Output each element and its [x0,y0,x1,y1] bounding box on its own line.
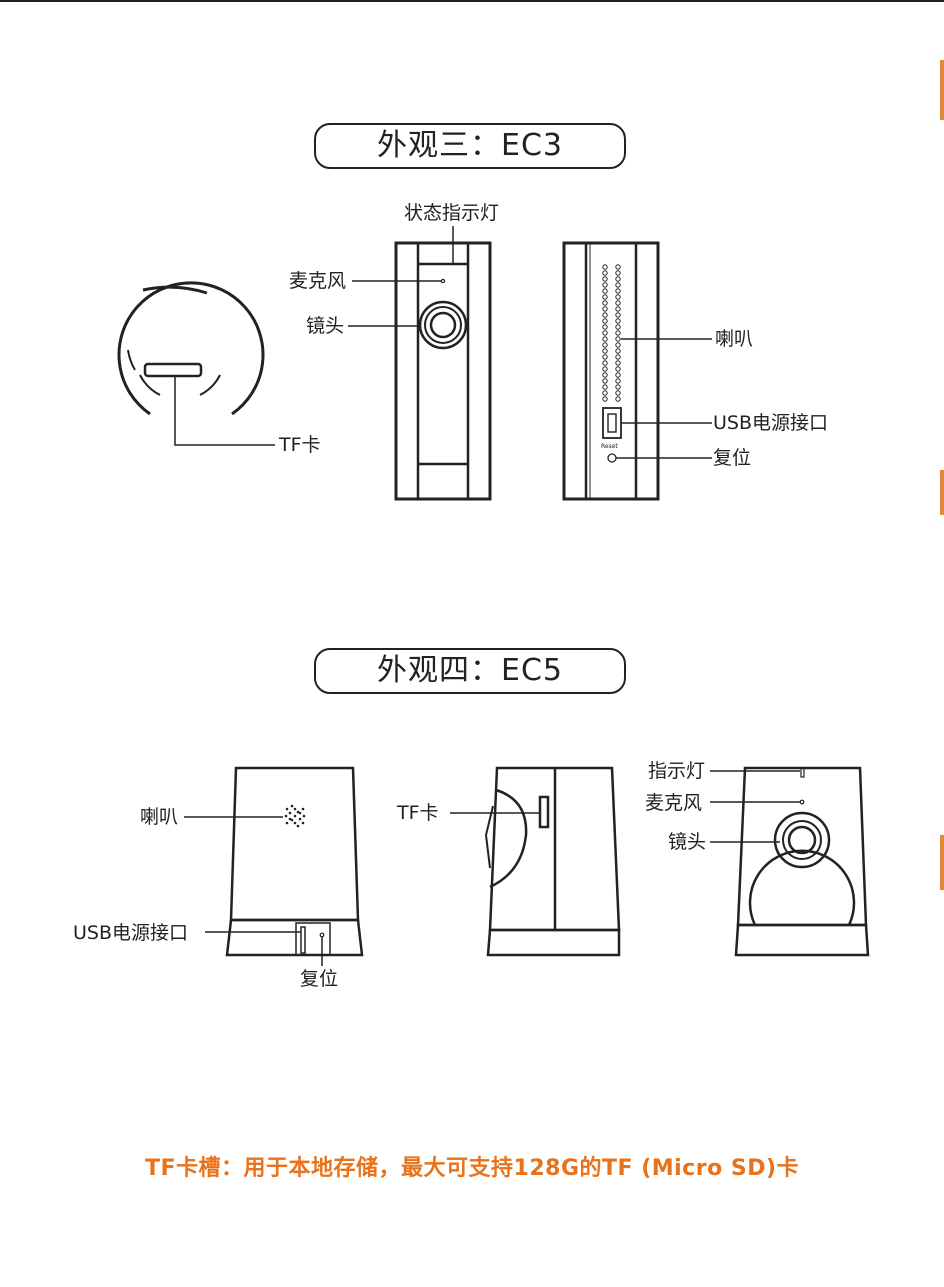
ec3-usb-label: USB电源接口 [713,412,829,434]
ec3-lens-label: 镜头 [306,315,345,337]
ec5-indicator-label: 指示灯 [648,760,706,782]
ec3-tf-label: TF卡 [279,434,321,456]
speaker-hole [615,318,621,324]
speaker-hole [615,324,621,330]
speaker-hole [602,384,608,390]
speaker-hole [615,384,621,390]
speaker-hole [602,330,608,336]
ec5-speaker-dots [284,804,306,828]
speaker-hole [602,306,608,312]
speaker-dot [290,804,294,808]
ec3-reset-print: Reset [601,443,618,450]
speaker-dot [298,817,302,821]
top-border [0,0,944,2]
speaker-hole [602,312,608,318]
speaker-dot [293,821,297,825]
speaker-hole [615,366,621,372]
speaker-hole [615,276,621,282]
speaker-hole [602,282,608,288]
speaker-hole [602,270,608,276]
speaker-hole [615,342,621,348]
ec3-tf-view-drawing [117,281,275,446]
speaker-dot [290,818,294,822]
speaker-dot [293,807,297,811]
speaker-dot [285,807,289,811]
speaker-dot [296,810,300,814]
ec3-status-light-label: 状态指示灯 [404,202,500,224]
ec5-front-drawing [710,766,870,957]
ec3-mic-label: 麦克风 [289,270,347,292]
speaker-hole [615,306,621,312]
speaker-hole [602,342,608,348]
speaker-hole [615,264,621,270]
ec5-rear-drawing [184,766,364,966]
speaker-dot [302,814,306,818]
speaker-dot [296,824,300,828]
speaker-hole [602,324,608,330]
speaker-hole [602,348,608,354]
ec3-front-drawing [348,226,492,501]
speaker-hole [615,372,621,378]
speaker-hole [615,354,621,360]
ec5-usb-label: USB电源接口 [73,922,189,944]
speaker-hole [602,396,608,402]
speaker-hole [602,372,608,378]
speaker-hole [602,366,608,372]
speaker-hole [615,288,621,294]
speaker-dot [298,811,302,815]
speaker-hole [615,396,621,402]
ec5-tf-label: TF卡 [397,802,439,824]
speaker-hole [615,378,621,384]
edge-mark [940,835,944,890]
speaker-hole [602,390,608,396]
speaker-hole [602,360,608,366]
speaker-hole [615,300,621,306]
speaker-dot [301,821,305,825]
ec3-back-drawing [562,241,712,501]
speaker-hole [615,336,621,342]
ec3-speaker-label: 喇叭 [715,328,754,350]
speaker-dot [288,811,292,815]
speaker-hole [602,288,608,294]
speaker-hole [615,294,621,300]
speaker-hole [615,330,621,336]
speaker-hole [615,390,621,396]
ec5-reset-label: 复位 [300,968,339,990]
section-title-ec3: 外观三：EC3 [314,123,626,169]
speaker-dot [284,814,288,818]
speaker-hole [615,348,621,354]
speaker-hole [602,378,608,384]
speaker-dot [285,821,289,825]
speaker-hole [602,336,608,342]
edge-mark [940,60,944,120]
speaker-hole [602,300,608,306]
edge-mark [940,470,944,515]
section-title-ec5: 外观四：EC5 [314,648,626,694]
speaker-hole [615,312,621,318]
ec5-mic-label: 麦克风 [645,792,703,814]
tf-slot-note: TF卡槽：用于本地存储，最大可支持128G的TF (Micro SD)卡 [144,1156,800,1181]
speaker-hole [602,264,608,270]
ec3-reset-label: 复位 [713,447,752,469]
speaker-hole [615,360,621,366]
speaker-hole [602,354,608,360]
speaker-hole [615,282,621,288]
speaker-dot [301,807,305,811]
speaker-dot [288,817,292,821]
ec5-lens-label: 镜头 [668,831,707,853]
speaker-hole [602,276,608,282]
ec5-speaker-label: 喇叭 [140,806,179,828]
speaker-dot [293,814,297,818]
speaker-holes [602,264,621,402]
ec5-side-drawing [450,766,621,957]
speaker-hole [602,294,608,300]
speaker-hole [602,318,608,324]
speaker-hole [615,270,621,276]
